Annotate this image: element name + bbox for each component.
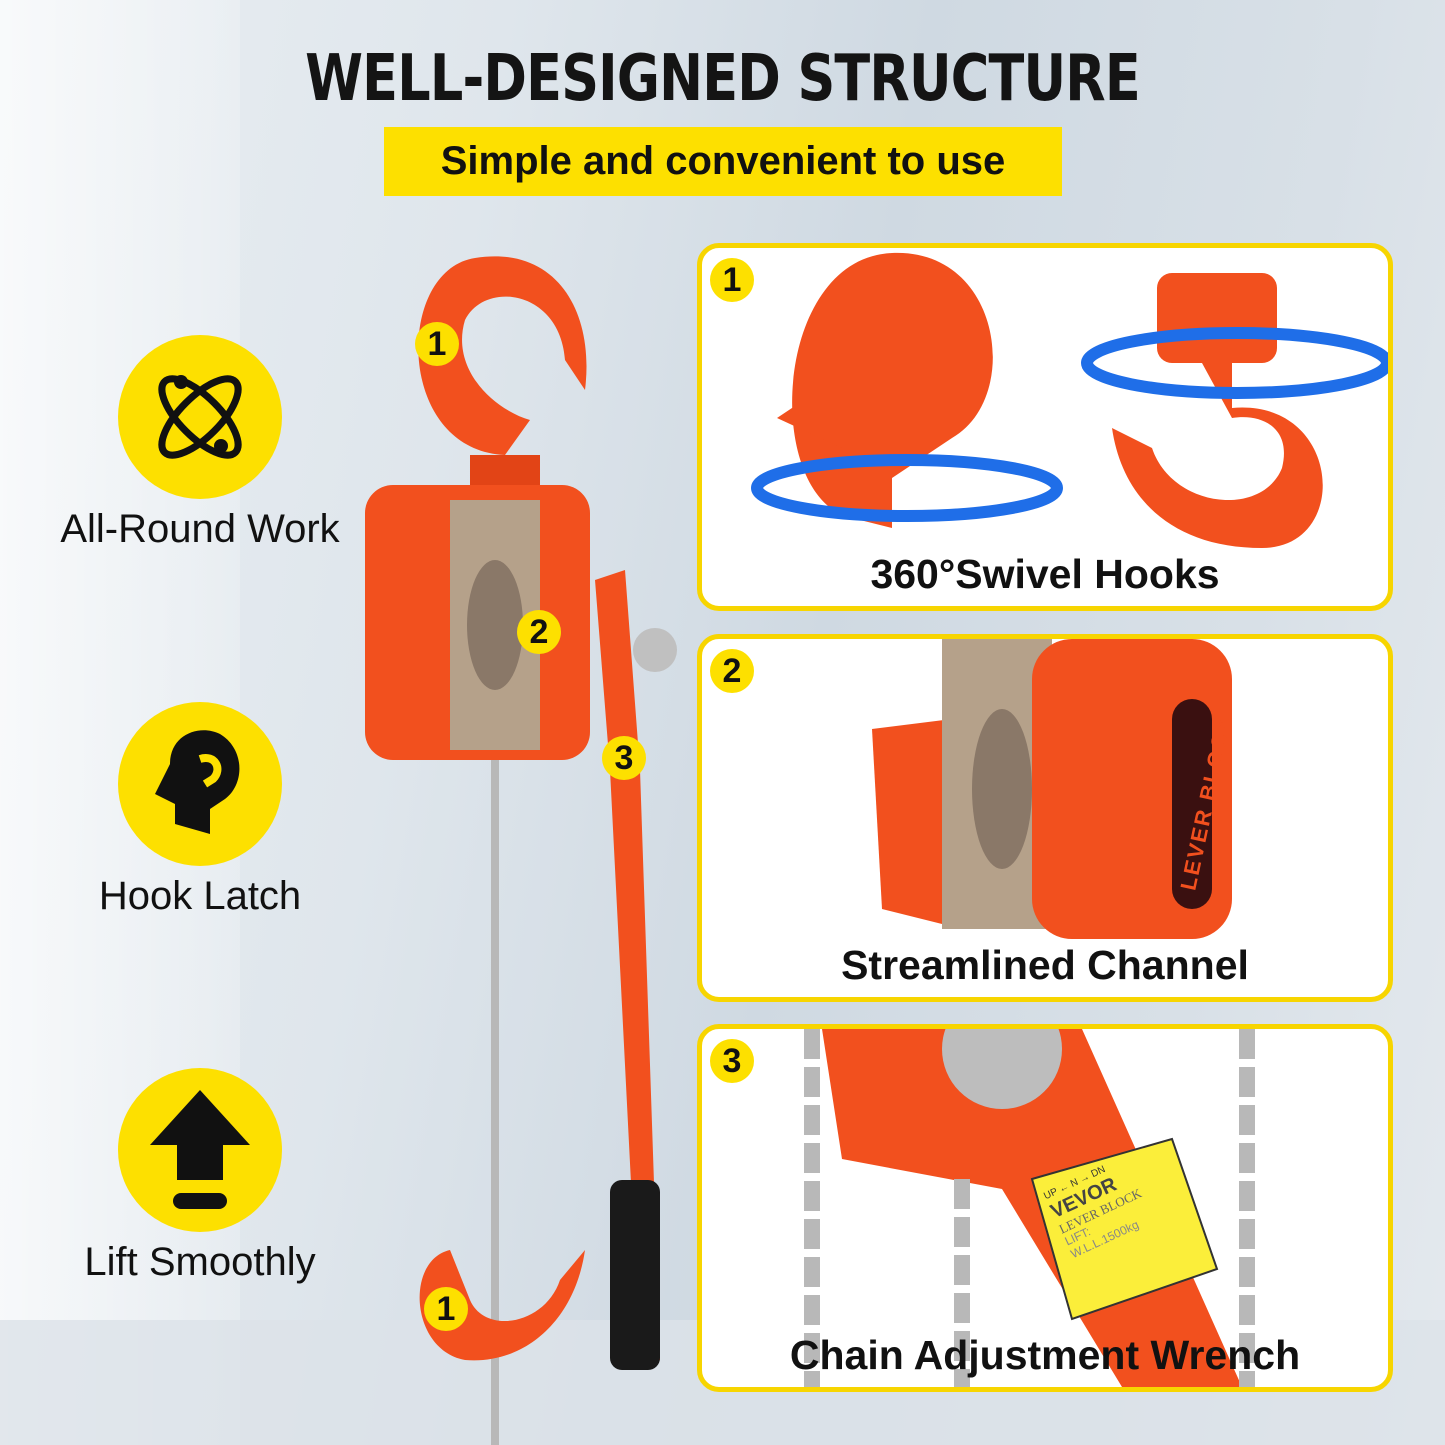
wrench-image (804, 1029, 1255, 1387)
feature-label: Hook Latch (98, 874, 302, 918)
hoist-marker-3: 3 (602, 736, 646, 780)
hoist-body-image (872, 639, 1232, 939)
panel-streamlined-channel: LEVER BLOCK 2 Streamlined Channel (697, 634, 1393, 1002)
panel-caption: 360°Swivel Hooks (870, 551, 1220, 597)
feature-label: Lift Smoothly (84, 1240, 316, 1284)
panel-number: 3 (710, 1039, 754, 1083)
panel-caption: Chain Adjustment Wrench (789, 1332, 1301, 1378)
panel-swivel-hooks: 1 360°Swivel Hooks (697, 243, 1393, 611)
hoist-marker-2: 2 (517, 610, 561, 654)
up-arrow-icon (118, 1068, 282, 1232)
feature-hook-latch: Hook Latch (40, 702, 360, 919)
feature-lift-smoothly: Lift Smoothly (40, 1068, 360, 1285)
hoist-marker-1: 1 (415, 322, 459, 366)
lever-hoist-illustration (365, 256, 677, 1445)
feature-all-round-work: All-Round Work (40, 335, 360, 552)
atom-icon (118, 335, 282, 499)
subtitle-banner: Simple and convenient to use (384, 127, 1062, 196)
hook-head-icon (118, 702, 282, 866)
page-title: WELL-DESIGNED STRUCTURE (305, 42, 1141, 116)
panel-number: 1 (710, 258, 754, 302)
panel-caption: Streamlined Channel (841, 942, 1249, 988)
feature-label: All-Round Work (60, 507, 340, 551)
panel-number: 2 (710, 649, 754, 693)
panel-chain-wrench: UP ← N → DN VEVOR LEVER BLOCK LIFT: W.L.… (697, 1024, 1393, 1392)
hoist-marker-1-bottom: 1 (424, 1287, 468, 1331)
swivel-hooks-image (751, 252, 1388, 548)
